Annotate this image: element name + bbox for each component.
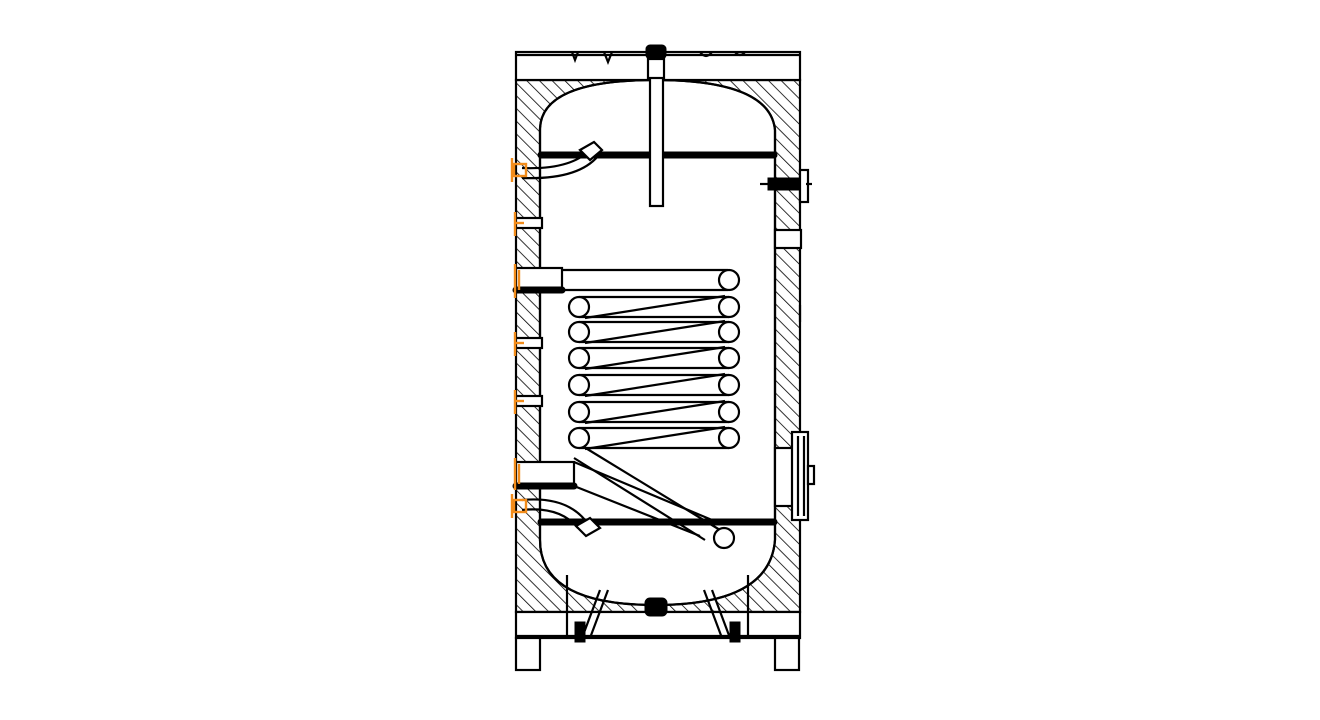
coil-turn bbox=[567, 372, 741, 398]
connection-marker-5 bbox=[513, 390, 524, 414]
coil-turn-end bbox=[717, 268, 741, 292]
hot-water-outlet-pipe bbox=[521, 140, 604, 180]
connection-marker-6 bbox=[513, 458, 521, 490]
coil-turn bbox=[567, 294, 741, 320]
top-cover-fasteners bbox=[570, 51, 746, 65]
coil-turn bbox=[567, 425, 741, 451]
connection-marker-2 bbox=[513, 212, 524, 236]
coil-bottom-bend bbox=[712, 526, 736, 550]
coil-turn bbox=[567, 319, 741, 345]
thermometer-port bbox=[760, 168, 812, 204]
inlet-marker bbox=[510, 494, 528, 518]
coil-outlet-leg bbox=[573, 460, 713, 538]
outlet-marker bbox=[510, 158, 528, 182]
cold-water-inlet-pipe bbox=[521, 498, 602, 538]
bottom-drain bbox=[644, 597, 668, 617]
coil-turn bbox=[567, 345, 741, 371]
connection-markers bbox=[510, 158, 528, 518]
inspection-flange bbox=[773, 430, 816, 522]
connection-marker-4 bbox=[513, 332, 524, 356]
left-foot bbox=[514, 636, 542, 672]
connection-marker-3 bbox=[513, 264, 521, 298]
right-port bbox=[773, 228, 803, 250]
heat-exchanger-coil bbox=[562, 268, 741, 550]
anode-rod bbox=[648, 76, 665, 208]
inner-vessel bbox=[538, 78, 777, 607]
top-boss bbox=[645, 44, 667, 81]
right-foot bbox=[773, 636, 801, 672]
coil-turn bbox=[567, 399, 741, 425]
